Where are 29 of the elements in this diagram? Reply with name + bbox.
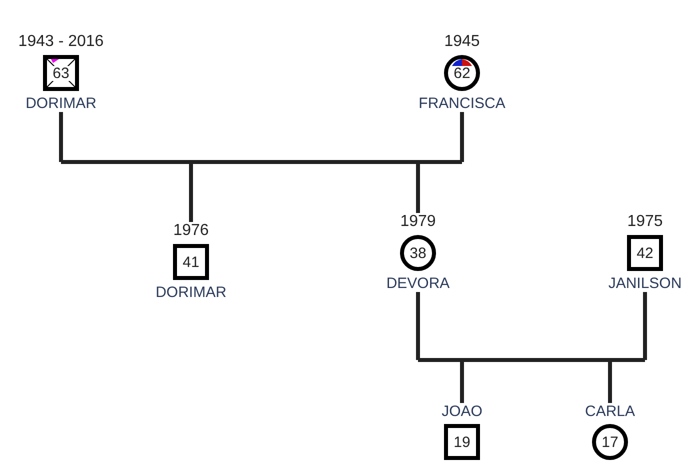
- person-name: DORIMAR: [26, 95, 96, 112]
- age-label: 17: [600, 434, 620, 450]
- family-line: [416, 162, 420, 213]
- family-line: [643, 292, 647, 360]
- birth-year: 1976: [173, 222, 209, 240]
- family-line: [418, 160, 462, 164]
- family-line: [416, 292, 420, 360]
- age-label: 42: [636, 246, 654, 260]
- family-line: [608, 360, 612, 403]
- birth-year: 1945: [444, 33, 480, 51]
- family-line: [460, 360, 464, 403]
- birth-year: 1979: [400, 213, 436, 231]
- age-label: 19: [452, 434, 472, 450]
- birth-year: 1975: [627, 213, 663, 231]
- person-name: JANILSON: [608, 275, 682, 292]
- person-name: FRANCISCA: [418, 95, 506, 112]
- family-line: [189, 162, 193, 222]
- person-name: DORIMAR: [156, 284, 226, 301]
- family-line: [460, 112, 464, 162]
- age-label: 38: [408, 246, 428, 260]
- age-label: 63: [52, 66, 70, 80]
- age-label: 62: [452, 66, 472, 80]
- family-line: [610, 358, 645, 362]
- age-label: 41: [182, 254, 200, 270]
- family-line: [59, 112, 63, 162]
- person-name: CARLA: [584, 403, 636, 420]
- birth-year: 1943 - 2016: [18, 33, 104, 51]
- person-name: DEVORA: [386, 275, 450, 292]
- person-name: JOAO: [442, 403, 482, 420]
